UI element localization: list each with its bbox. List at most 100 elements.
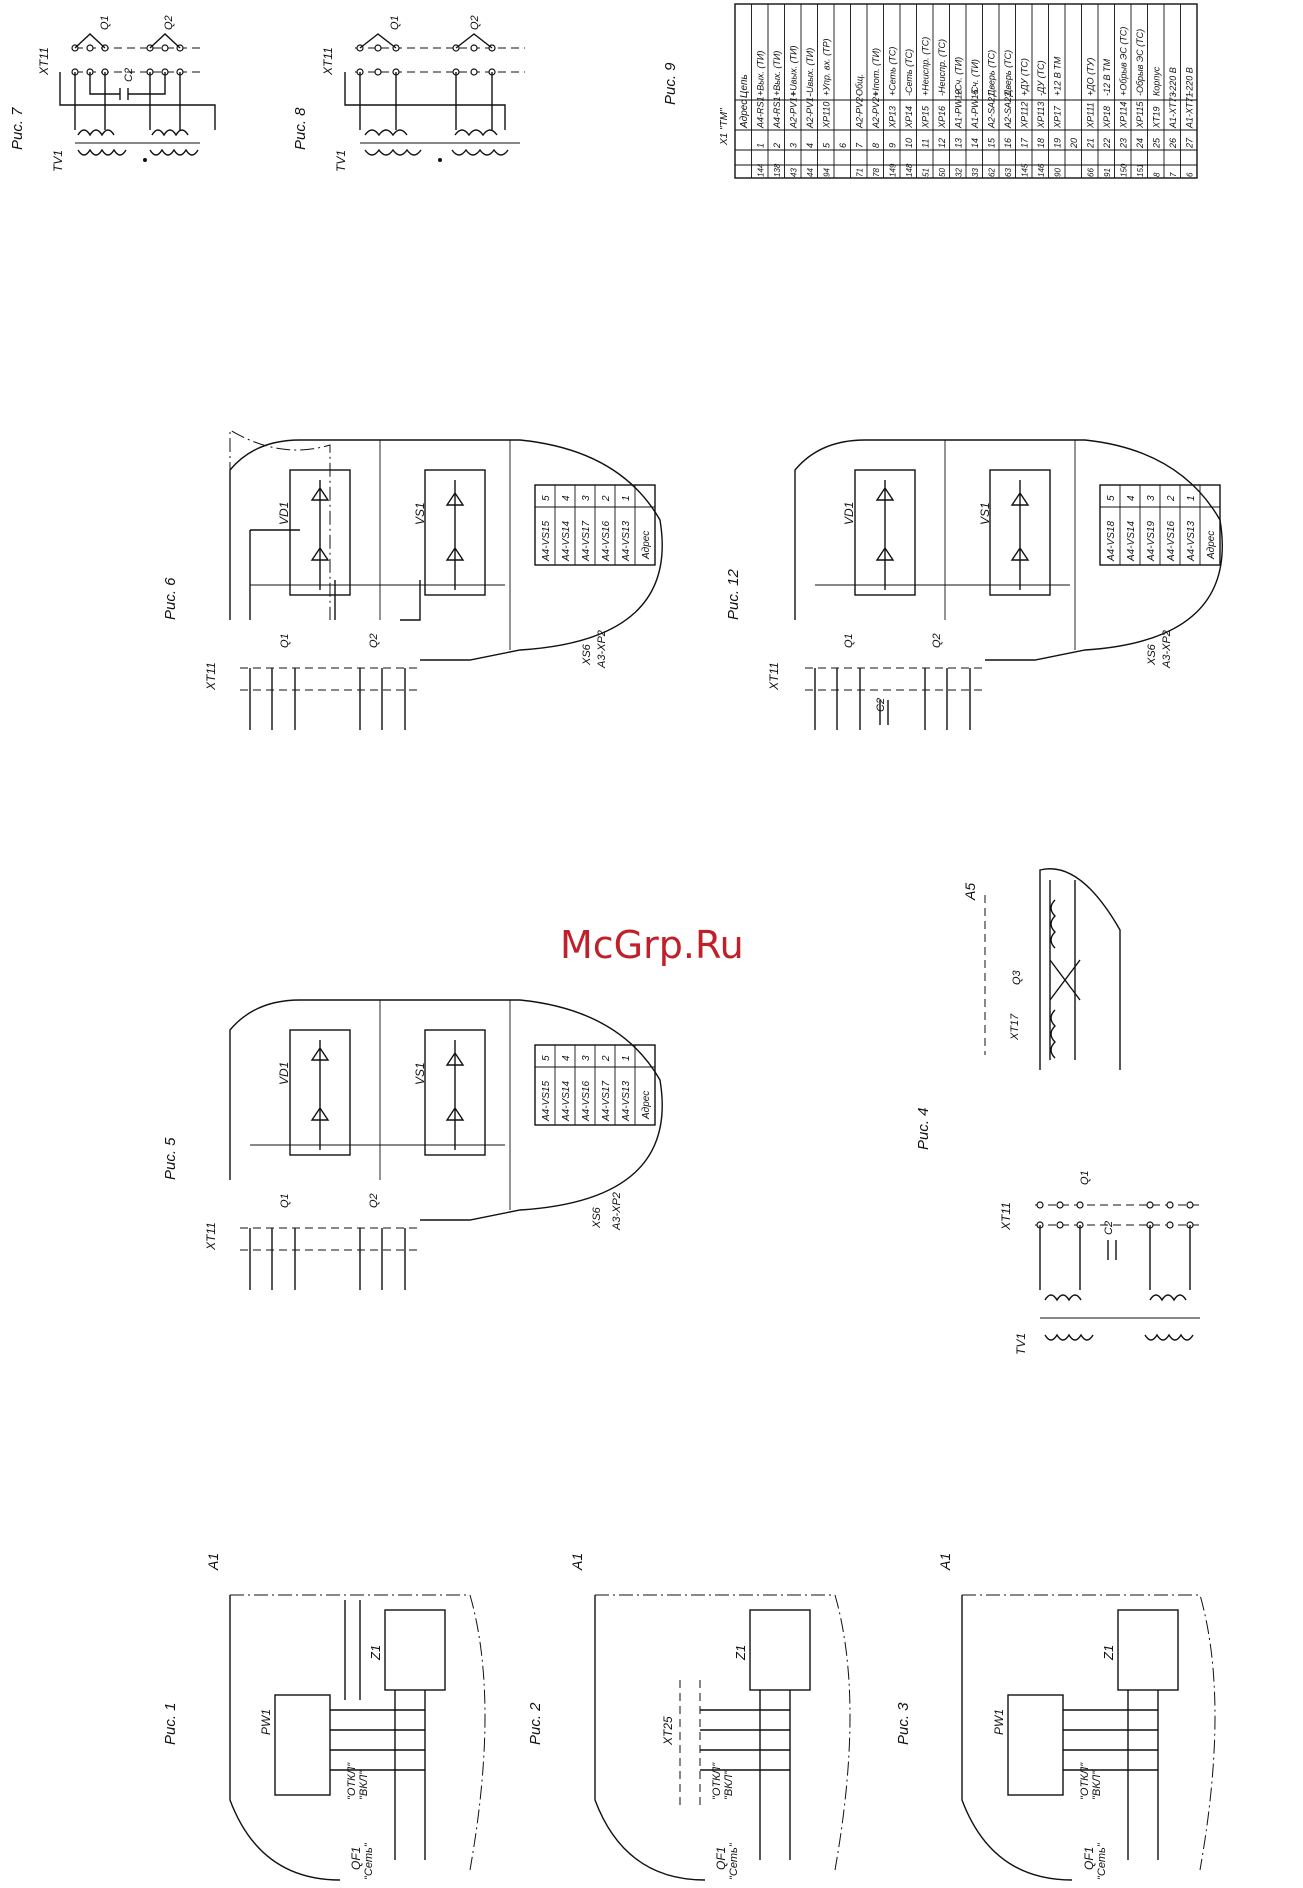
- fig9-circuit-cell: Дверь (ТС): [987, 50, 997, 97]
- fig9-wire-cell: 146: [1037, 163, 1046, 177]
- fig9-address-cell: A1-PW15: [970, 88, 980, 129]
- tv1-label-fig4: TV1: [1014, 1333, 1028, 1355]
- fig9-address-cell: A1-XT71: [1185, 92, 1195, 129]
- vs1-label: VS1: [413, 502, 427, 525]
- fig9-circuit-cell: -Обрыв ЭС (ТС): [1135, 29, 1145, 96]
- vkl-label-fig2: "ВКЛ": [723, 1770, 735, 1800]
- fig9-address-cell: XP15: [921, 105, 931, 129]
- fig5_table-pin-cell: 1: [621, 1055, 632, 1061]
- figure-7: Рис. 7 XT11 TV1 Q1 Q2 C2: [9, 15, 216, 172]
- fig12_table-pin-cell: 2: [1166, 495, 1177, 502]
- q2-label-fig8: Q2: [469, 15, 481, 30]
- fig12_table-pin-cell: 4: [1126, 495, 1137, 501]
- figure-12-caption: Рис. 12: [725, 568, 742, 620]
- fig6_table-pin-cell: 4: [561, 495, 572, 501]
- fig9-circuit-cell: -Сч. (ТИ): [970, 59, 980, 96]
- figure-9-caption: Рис. 9: [662, 62, 679, 105]
- vd1-label-fig12: VD1: [842, 502, 856, 525]
- fig9-circuit-cell: +Uвых. (ТИ): [789, 45, 799, 96]
- xt11-label: XT11: [37, 47, 51, 76]
- fig9-wire-cell: 44: [806, 168, 815, 177]
- fig5_table-pin-cell: 2: [601, 1055, 612, 1062]
- fig9-wire-cell: 151: [1136, 164, 1145, 177]
- c2-label: C2: [123, 68, 135, 82]
- fig9-pin-cell: 15: [987, 137, 997, 148]
- fig9-circuit-cell: -Uвых. (ТИ): [805, 48, 815, 96]
- a1-label-fig2: A1: [569, 1553, 585, 1571]
- fig9-wire-cell: 62: [988, 168, 997, 177]
- fig5_table-pin-cell: 4: [561, 1055, 572, 1061]
- pw1-label-fig3: PW1: [992, 1709, 1006, 1735]
- fig6_table-address-cell: A4-VS14: [561, 521, 572, 562]
- fig5_table-address-cell: A4-VS15: [541, 1081, 552, 1122]
- fig9-pin-cell: 14: [970, 138, 980, 148]
- fig9-pin-cell: 10: [904, 138, 914, 148]
- fig9-pin-cell: 18: [1036, 138, 1046, 148]
- fig9-circuit-cell: -ДУ (ТС): [1036, 60, 1046, 96]
- fig5_table-pin-cell: 3: [581, 1055, 592, 1061]
- fig9-wire-cell: 71: [856, 168, 865, 177]
- fig9-pin-cell: 5: [822, 142, 832, 148]
- fig9-address-cell: XP111: [1086, 102, 1096, 129]
- fig9-wire-cell: 63: [1004, 168, 1013, 177]
- fig9-wire-cell: 91: [1103, 168, 1112, 177]
- figure-8-caption: Рис. 8: [292, 107, 309, 150]
- fig6-address-table: A4-VS155A4-VS144A4-VS173A4-VS162A4-VS131…: [534, 484, 656, 566]
- fig9-pin-cell: 23: [1119, 138, 1129, 149]
- fig9-wire-cell: 138: [773, 163, 782, 177]
- fig9-wire-cell: 90: [1054, 168, 1063, 177]
- fig6_table-address-cell: A4-VS15: [541, 521, 552, 562]
- xt11-label-fig12: XT11: [767, 662, 781, 691]
- q2-label: Q2: [163, 15, 175, 30]
- fig9-pin-cell: 16: [1003, 138, 1013, 148]
- z1-label-fig3: Z1: [1101, 1645, 1116, 1661]
- fig9-circuit-cell: +Вых. (ТИ): [756, 51, 766, 96]
- figure-1-caption: Рис. 1: [162, 1702, 179, 1745]
- vs1-block-fig5: [424, 1029, 486, 1156]
- figure-2: Рис. 2 A1 XT25 Z1 QF1 "Сеть" "ОТКЛ" "ВКЛ…: [527, 1553, 851, 1881]
- figure-1: Рис. 1 A1 PW1 Z1 QF1 "Сеть" "ОТКЛ" "ВКЛ": [162, 1553, 486, 1881]
- fig9-circuit-cell: ~220 В: [1185, 67, 1195, 96]
- fig9-circuit-cell: Дверь (ТС): [1003, 50, 1013, 97]
- c2-label-fig12: C2: [875, 698, 887, 712]
- fig5_table-header-addr: Адрес: [641, 1091, 652, 1120]
- tv1-windings-fig8: [360, 129, 520, 162]
- otk-label: "ОТКЛ": [346, 1762, 358, 1800]
- q3-label: Q3: [1011, 969, 1023, 985]
- q1-label-fig5: Q1: [279, 1193, 291, 1208]
- fig9-circuit-cell: +Вых. (ТИ): [772, 51, 782, 96]
- fig9-address-cell: XP14: [904, 106, 914, 129]
- fig9-wire-cell: 6: [1186, 172, 1195, 177]
- figure-2-caption: Рис. 2: [527, 1702, 544, 1745]
- fig6_table-address-cell: A4-VS17: [581, 521, 592, 562]
- figure-5-caption: Рис. 5: [162, 1137, 179, 1180]
- otk-label-fig3: "ОТКЛ": [1079, 1762, 1091, 1800]
- fig9-address-cell: XP13: [888, 106, 898, 129]
- fig12_table-pin-cell: 1: [1186, 495, 1197, 501]
- fig9-circuit-cell: +Сч. (ТИ): [954, 57, 964, 96]
- figure-5: Рис. 5 VD1 VS1 XT11 Q1 Q2 XS6 A3-XP2 A4-…: [162, 999, 663, 1290]
- fig9-address-cell: A2-SA23: [1003, 92, 1013, 129]
- fig12_table-pin-cell: 3: [1146, 495, 1157, 501]
- fig9-circuit-cell: Корпус: [1152, 66, 1162, 96]
- vs1-label-fig12: VS1: [978, 502, 992, 525]
- fig5_table-address-cell: A4-VS14: [561, 1081, 572, 1122]
- vd1-block: [289, 469, 351, 596]
- fig12_table-address-cell: A4-VS14: [1126, 521, 1137, 562]
- fig9-pin-cell: 8: [871, 143, 881, 148]
- figure-3-caption: Рис. 3: [895, 1702, 912, 1745]
- fig9-address-cell: XP115: [1135, 101, 1145, 129]
- tv1-label: TV1: [51, 150, 65, 172]
- fig9-pin-cell: 3: [789, 143, 799, 148]
- figure-4-caption: Рис. 4: [915, 1107, 932, 1150]
- q1-label: Q1: [99, 15, 111, 30]
- fig9-address-cell: A1-PW12: [954, 89, 964, 129]
- fig9-circuit-cell: -Сеть (ТС): [904, 49, 914, 96]
- fig9-pin-cell: 20: [1069, 138, 1079, 149]
- fig9-pin-cell: 17: [1020, 137, 1030, 148]
- figure-7-caption: Рис. 7: [9, 107, 26, 150]
- fig5_table-address-cell: A4-VS13: [621, 1081, 632, 1122]
- fig9-wire-cell: 78: [872, 168, 881, 177]
- fig9-wire-cell: 66: [1087, 168, 1096, 177]
- fig9-circuit-cell: -12 В ТМ: [1102, 58, 1112, 96]
